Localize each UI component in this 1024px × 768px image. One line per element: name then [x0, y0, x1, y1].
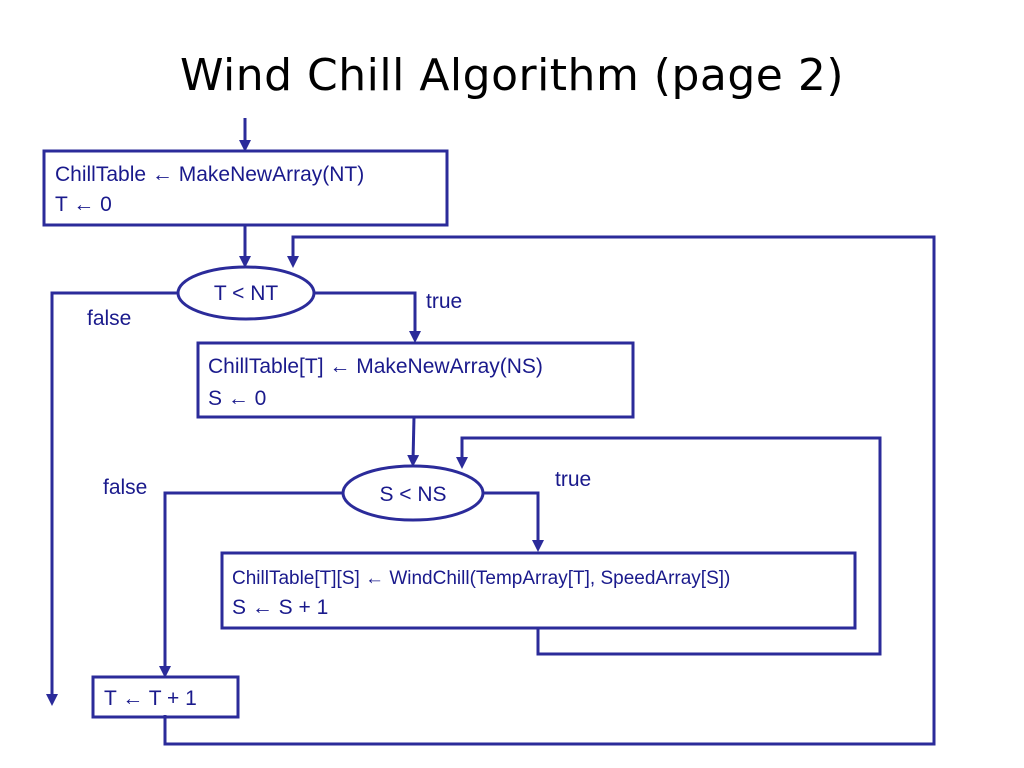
init-box-line2: T ← 0	[55, 193, 112, 216]
row-box-line2: S ← 0	[208, 387, 266, 410]
inner-false-label: false	[103, 476, 147, 499]
inner-true-arrow	[483, 491, 544, 552]
increment-box-line1: T ← T + 1	[104, 687, 197, 710]
inner-true-label: true	[555, 468, 591, 491]
slide-title: Wind Chill Algorithm (page 2)	[179, 50, 844, 101]
inner-false-arrow	[159, 491, 343, 678]
inner-condition-text: S < NS	[379, 483, 446, 506]
body-box-line1: ChillTable[T][S] ← WindChill(TempArray[T…	[232, 568, 730, 589]
body-box	[220, 551, 857, 630]
row-to-inner-condition-arrow	[407, 416, 420, 467]
row-box-line1: ChillTable[T] ← MakeNewArray(NS)	[208, 355, 543, 378]
outer-false-arrow	[46, 291, 178, 706]
outer-condition-text: T < NT	[214, 282, 279, 305]
outer-true-label: true	[426, 290, 462, 313]
outer-false-label: false	[87, 307, 131, 330]
row-box	[196, 341, 635, 419]
inner-loop-back-line	[456, 436, 882, 656]
outer-loop-back-line	[163, 235, 936, 746]
outer-true-arrow	[314, 291, 421, 343]
body-box-line2: S ← S + 1	[232, 596, 328, 619]
init-box-line1: ChillTable ← MakeNewArray(NT)	[55, 163, 364, 186]
increment-box	[91, 675, 240, 719]
